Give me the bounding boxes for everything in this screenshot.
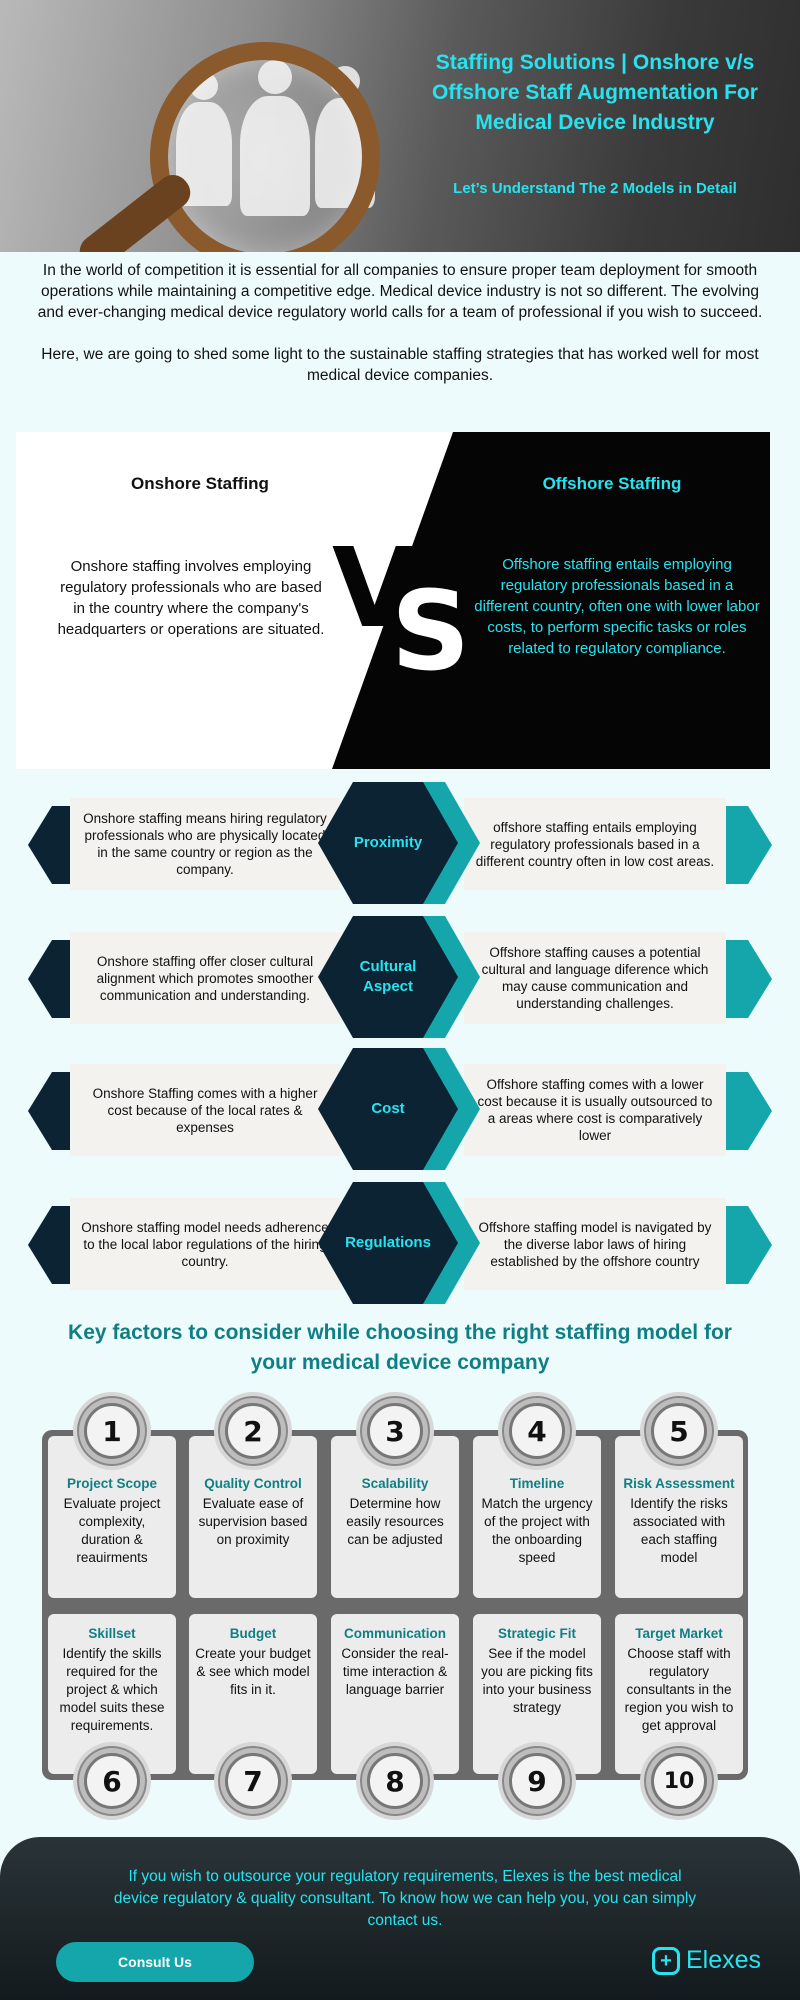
- factor-title: Timeline: [509, 1476, 565, 1491]
- number-badge: 7: [214, 1742, 292, 1820]
- number-badge: 5: [640, 1392, 718, 1470]
- onshore-heading: Onshore Staffing: [131, 474, 269, 493]
- onshore-point: Onshore staffing offer closer cultural a…: [70, 932, 340, 1024]
- factor-text: See if the model you are picking fits in…: [481, 1646, 593, 1715]
- number-badge: 8: [356, 1742, 434, 1820]
- onshore-point: Onshore staffing model needs adherence t…: [70, 1198, 340, 1290]
- onshore-point: Onshore Staffing comes with a higher cos…: [70, 1064, 340, 1156]
- number-badge: 3: [356, 1392, 434, 1470]
- intro-text: In the world of competition it is essent…: [30, 260, 770, 386]
- offshore-point: Offshore staffing causes a potential cul…: [464, 932, 726, 1024]
- factor-title: Risk Assessment: [623, 1476, 735, 1491]
- page-title: Staffing Solutions | Onshore v/s Offshor…: [432, 51, 758, 134]
- page-subtitle: Let’s Understand The 2 Models in Detail: [453, 180, 737, 197]
- aspect-label: Regulations: [318, 1182, 458, 1304]
- factor-text: Match the urgency of the project with th…: [481, 1496, 593, 1565]
- footer-cta-text: If you wish to outsource your regulatory…: [113, 1868, 697, 1929]
- factor-title: Budget: [229, 1626, 277, 1641]
- vs-letter-v: V: [332, 524, 417, 652]
- elexes-logo[interactable]: + Elexes: [652, 1946, 761, 1975]
- factor-text: Create your budget & see which model fit…: [195, 1646, 311, 1697]
- number-badge: 4: [498, 1392, 576, 1470]
- comparison-row-cultural: Onshore staffing offer closer cultural a…: [0, 916, 800, 1038]
- onshore-description: Onshore staffing involves employing regu…: [57, 558, 325, 638]
- factor-text: Consider the real-time interaction & lan…: [341, 1646, 449, 1697]
- factor-text: Choose staff with regulatory consultants…: [624, 1646, 734, 1733]
- factor-title: Skillset: [88, 1626, 136, 1641]
- onshore-point: Onshore staffing means hiring regulatory…: [70, 798, 340, 890]
- intro-paragraph-2: Here, we are going to shed some light to…: [41, 346, 759, 384]
- offshore-heading: Offshore Staffing: [542, 474, 682, 493]
- factor-title: Quality Control: [204, 1476, 302, 1491]
- hero-banner: Staffing Solutions | Onshore v/s Offshor…: [0, 0, 800, 252]
- factor-title: Project Scope: [66, 1476, 158, 1491]
- factor-title: Target Market: [635, 1626, 723, 1641]
- comparison-row-cost: Onshore Staffing comes with a higher cos…: [0, 1048, 800, 1170]
- factor-text: Determine how easily resources can be ad…: [346, 1496, 444, 1547]
- intro-paragraph-1: In the world of competition it is essent…: [37, 262, 763, 321]
- factor-title: Communication: [343, 1626, 446, 1641]
- offshore-point: offshore staffing entails employing regu…: [464, 798, 726, 890]
- logo-text: Elexes: [686, 1946, 762, 1974]
- number-badge: 9: [498, 1742, 576, 1820]
- factor-text: Identify the risks associated with each …: [630, 1496, 728, 1565]
- vs-letter-s: S: [391, 567, 471, 695]
- factor-card-project-scope: Project Scope Evaluate project complexit…: [48, 1436, 176, 1598]
- key-factors-heading: Key factors to consider while choosing t…: [68, 1321, 732, 1374]
- factor-title: Scalability: [361, 1476, 429, 1491]
- offshore-description: Offshore staffing entails employing regu…: [474, 556, 760, 657]
- versus-section: Onshore Staffing Offshore Staffing Onsho…: [16, 432, 770, 769]
- factor-text: Evaluate ease of supervision based on pr…: [198, 1496, 308, 1547]
- comparison-row-proximity: Onshore staffing means hiring regulatory…: [0, 782, 800, 904]
- factor-text: Evaluate project complexity, duration & …: [63, 1496, 161, 1565]
- comparison-row-regulations: Onshore staffing model needs adherence t…: [0, 1182, 800, 1304]
- aspect-label: Cost: [318, 1048, 458, 1170]
- number-badge: 10: [640, 1742, 718, 1820]
- number-badge: 6: [73, 1742, 151, 1820]
- elexes-cross-icon: +: [652, 1946, 680, 1975]
- factor-text: Identify the skills required for the pro…: [59, 1646, 165, 1733]
- factor-card-skillset: Skillset Identify the skills required fo…: [48, 1614, 176, 1774]
- consult-us-button[interactable]: Consult Us: [56, 1942, 254, 1982]
- number-badge: 1: [73, 1392, 151, 1470]
- number-badge: 2: [214, 1392, 292, 1470]
- offshore-point: Offshore staffing model is navigated by …: [464, 1198, 726, 1290]
- offshore-point: Offshore staffing comes with a lower cos…: [464, 1064, 726, 1156]
- factor-title: Strategic Fit: [497, 1626, 576, 1641]
- factor-card-strategic-fit: Strategic Fit See if the model you are p…: [473, 1614, 601, 1774]
